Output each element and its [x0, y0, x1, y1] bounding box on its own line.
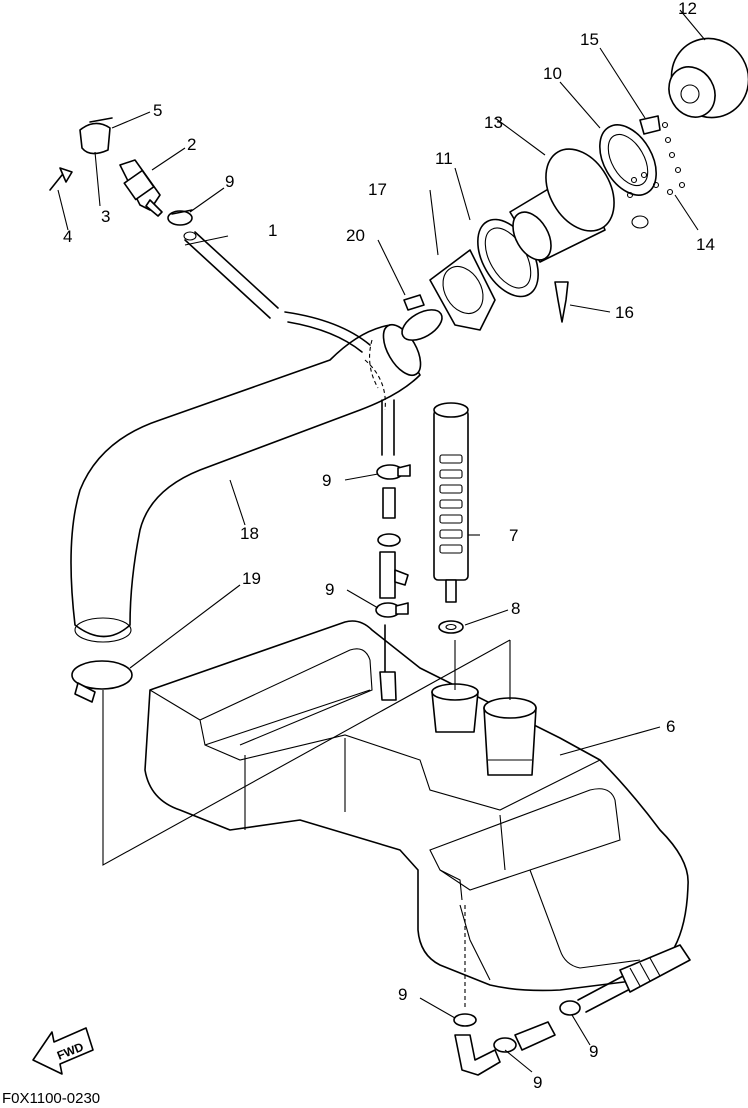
filler-hose — [70, 323, 422, 643]
label-9-e: 9 — [533, 1073, 542, 1092]
label-14: 14 — [696, 235, 715, 254]
label-9-d: 9 — [398, 985, 407, 1004]
label-7: 7 — [509, 526, 518, 545]
label-12: 12 — [678, 0, 697, 18]
label-10: 10 — [543, 64, 562, 83]
label-18: 18 — [240, 524, 259, 543]
label-20: 20 — [346, 226, 365, 245]
label-1: 1 — [268, 221, 277, 240]
fuel-filler-cap — [626, 37, 748, 229]
label-9-b: 9 — [322, 471, 331, 490]
fuel-tank — [144, 620, 689, 992]
forward-direction-arrow: FWD — [32, 1027, 94, 1075]
label-19: 19 — [242, 569, 261, 588]
label-4: 4 — [63, 227, 72, 246]
breather-hose — [183, 231, 395, 456]
part-number-labels: 1 2 3 4 5 6 7 8 9 9 9 9 9 9 10 11 12 13 … — [63, 0, 715, 1092]
label-17: 17 — [368, 180, 387, 199]
filler-neck-assembly — [401, 115, 661, 341]
label-2: 2 — [187, 135, 196, 154]
hose-clamp-upper — [167, 209, 411, 480]
label-3: 3 — [101, 207, 110, 226]
figure-code: F0X1100-0230 — [2, 1090, 100, 1107]
check-valve-assembly — [49, 117, 163, 217]
label-9-a: 9 — [225, 172, 234, 191]
label-5: 5 — [153, 101, 162, 120]
leader-lines — [57, 9, 706, 1073]
label-13: 13 — [484, 113, 503, 132]
label-9-c: 9 — [325, 580, 334, 599]
lower-fittings — [453, 905, 691, 1076]
label-6: 6 — [666, 717, 675, 736]
breather-fittings — [375, 487, 409, 701]
fuel-strainer — [431, 402, 537, 776]
hose-clamp-19 — [71, 660, 133, 703]
label-15: 15 — [580, 30, 599, 49]
label-9-f: 9 — [589, 1042, 598, 1061]
alignment-lines — [102, 639, 511, 866]
label-8: 8 — [511, 599, 520, 618]
label-11: 11 — [435, 149, 453, 168]
label-16: 16 — [615, 303, 634, 322]
